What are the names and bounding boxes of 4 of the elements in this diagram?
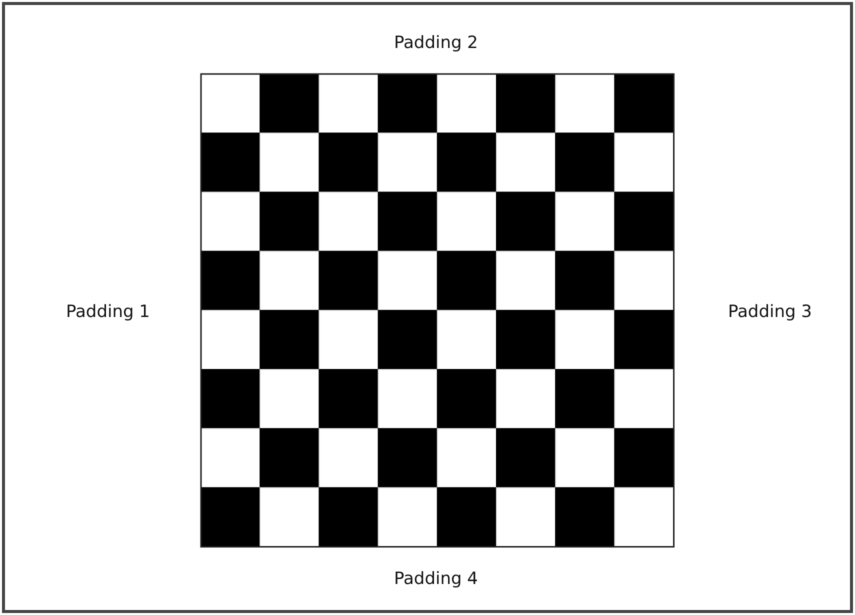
padding-label: Padding 2 (394, 33, 478, 53)
padding-label: Padding 4 (394, 569, 478, 589)
padding-label: Padding 1 (66, 302, 150, 322)
padding-label: Padding 3 (728, 302, 812, 322)
